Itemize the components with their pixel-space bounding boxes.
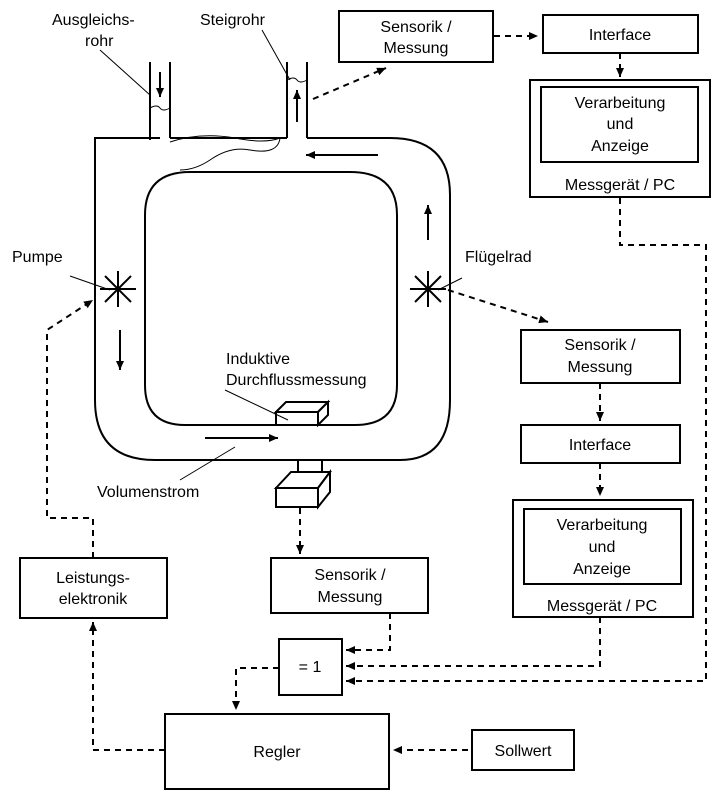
volumenstrom-label: Volumenstrom <box>97 484 199 501</box>
sensorik-top-line1: Sensorik / <box>380 19 452 36</box>
regler-label: Regler <box>253 744 301 761</box>
sensorik-box-right: Sensorik / Messung <box>520 329 681 384</box>
pumpe-label: Pumpe <box>12 249 63 266</box>
ausgleichsrohr-label-1: Ausgleichs- <box>52 12 135 29</box>
sensorik-top-line2: Messung <box>384 40 449 57</box>
messgeraet-right-label: Messgerät / PC <box>547 598 657 615</box>
inductive-sensor-icon <box>273 399 331 428</box>
sensorik-box-top: Sensorik / Messung <box>338 10 494 63</box>
induktive-label-1: Induktive <box>226 351 290 368</box>
ausgleichsrohr-label-2: rohr <box>85 33 114 50</box>
sensorik-bottom-line2: Messung <box>318 589 383 606</box>
messgeraet-box-right: Verarbeitung und Anzeige Messgerät / PC <box>512 499 694 618</box>
sensorik-right-line1: Sensorik / <box>564 337 636 354</box>
leistungselektronik-box: Leistungs- elektronik <box>19 557 168 619</box>
interface-box-top: Interface <box>542 14 699 54</box>
signal-lines <box>46 32 707 754</box>
induktive-label-2: Durchflussmessung <box>226 372 367 389</box>
xor-gate-box: = 1 <box>278 638 343 696</box>
verarbeitung-top-line2: und <box>607 116 634 133</box>
leader-lines <box>69 29 463 481</box>
leistungselektronik-line1: Leistungs- <box>56 570 130 587</box>
inductive-sensor-lower-icon <box>273 460 332 510</box>
sensorik-right-line2: Messung <box>568 359 633 376</box>
leistungselektronik-line2: elektronik <box>59 591 128 608</box>
sollwert-label: Sollwert <box>495 743 552 760</box>
verarbeitung-top-line1: Verarbeitung <box>575 95 666 112</box>
regler-box: Regler <box>164 713 390 790</box>
verarbeitung-right-line3: Anzeige <box>573 561 631 578</box>
sensorik-box-bottom: Sensorik / Messung <box>270 557 429 614</box>
verarbeitung-right-line1: Verarbeitung <box>557 517 648 534</box>
verarbeitung-top-line3: Anzeige <box>591 138 649 155</box>
interface-box-right: Interface <box>520 424 681 464</box>
pipe-loop <box>93 62 451 461</box>
sollwert-box: Sollwert <box>471 729 575 771</box>
verarbeitung-right-line2: und <box>589 539 616 556</box>
impeller-icon <box>410 271 446 307</box>
messgeraet-top-label: Messgerät / PC <box>565 177 675 194</box>
fluegelrad-label: Flügelrad <box>465 249 532 266</box>
steigrohr-label: Steigrohr <box>200 12 266 29</box>
interface-right-label: Interface <box>569 437 631 454</box>
interface-top-label: Interface <box>589 27 651 44</box>
xor-gate-label: = 1 <box>299 659 322 676</box>
sensorik-bottom-line1: Sensorik / <box>314 567 386 584</box>
messgeraet-box-top: Verarbeitung und Anzeige Messgerät / PC <box>529 79 711 198</box>
pump-icon <box>100 271 136 307</box>
flow-arrows <box>116 72 432 442</box>
